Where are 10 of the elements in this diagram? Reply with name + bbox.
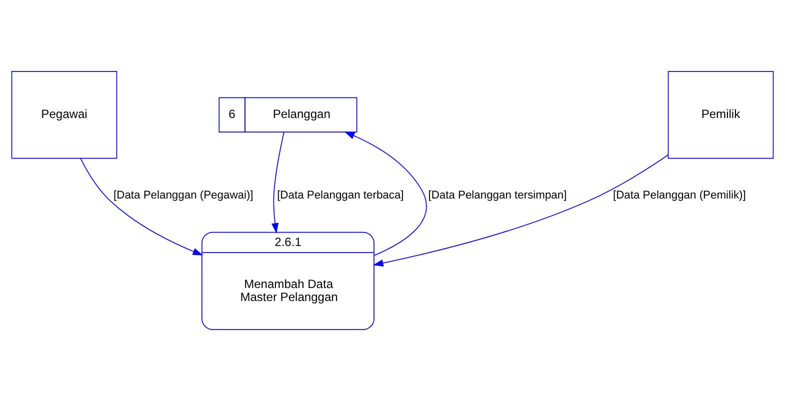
arrow: [271, 131, 284, 233]
node-box: Pegawai: [11, 70, 118, 158]
edge-label: [Data Pelanggan (Pegawai)]: [114, 188, 254, 201]
node-box: Pemilik: [668, 70, 774, 158]
edge-label: [Data Pelanggan tersimpan]: [428, 188, 567, 201]
arrow: [344, 131, 427, 256]
edge-label: [Data Pelanggan terbaca]: [277, 188, 404, 201]
arrow: [372, 154, 669, 266]
edge-label: [Data Pelanggan (Pemilik)]: [612, 188, 746, 201]
arrow: [80, 158, 204, 255]
